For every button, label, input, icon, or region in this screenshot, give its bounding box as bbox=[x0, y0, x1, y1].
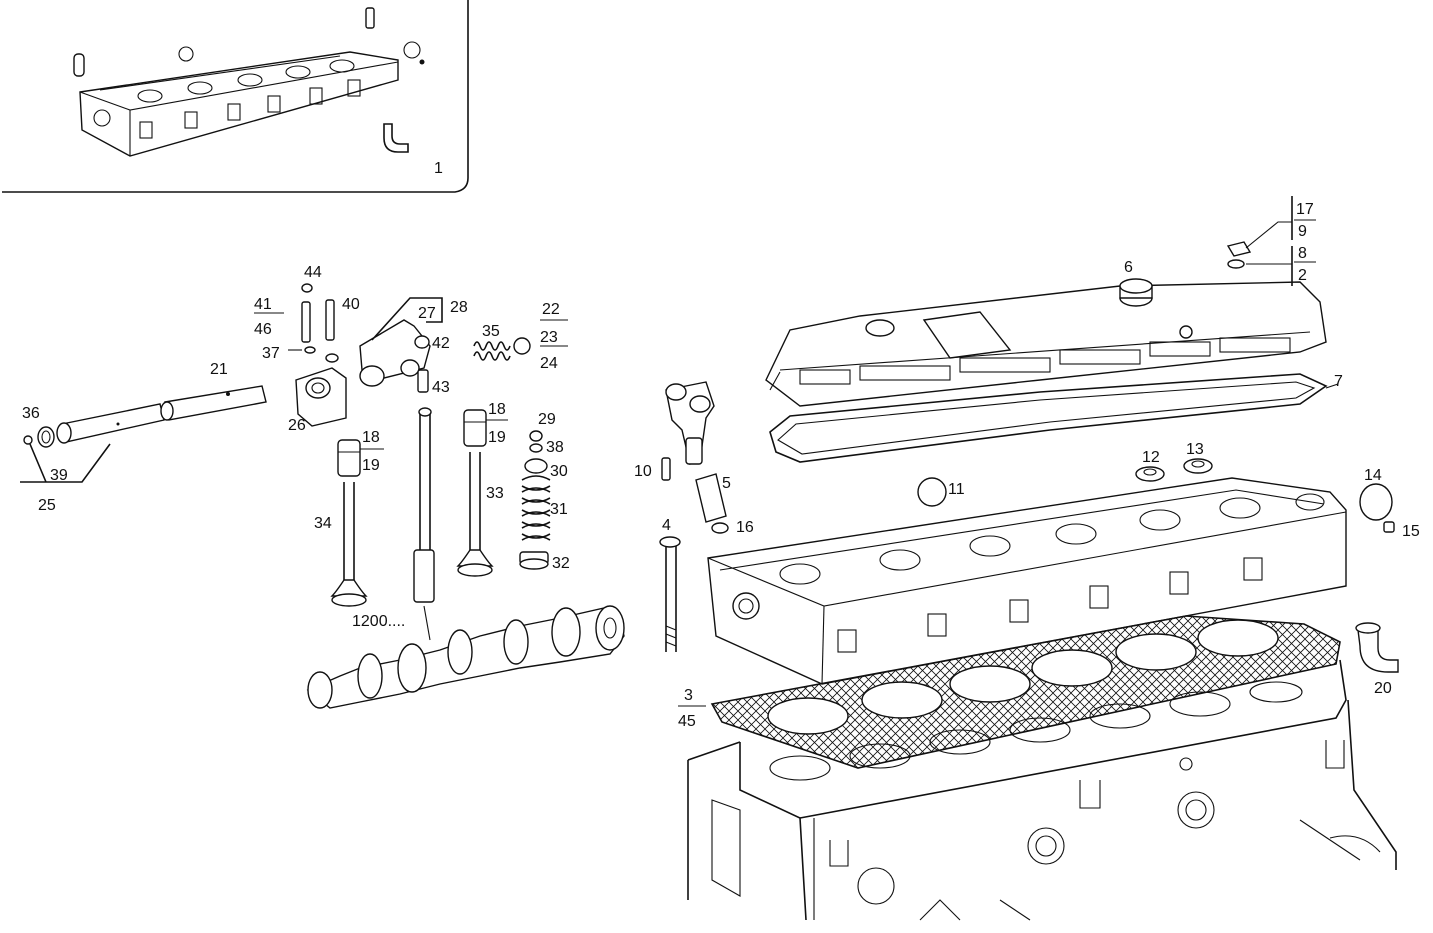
camshaft bbox=[306, 605, 625, 709]
washer-44 bbox=[301, 283, 313, 293]
valve-spring-stack bbox=[519, 430, 551, 570]
callout-31: 31 bbox=[550, 501, 568, 518]
engine-block bbox=[687, 659, 1397, 921]
nut-17 bbox=[1226, 241, 1252, 257]
stud-10 bbox=[661, 457, 671, 481]
callout-17: 17 bbox=[1296, 201, 1314, 218]
callout-43: 43 bbox=[432, 379, 450, 396]
callout-29: 29 bbox=[538, 411, 556, 428]
cylinder-head bbox=[707, 477, 1347, 685]
shaft-plug-36 bbox=[37, 426, 55, 448]
callout-4: 4 bbox=[662, 517, 671, 534]
callout-21: 21 bbox=[210, 361, 228, 378]
callout-34: 34 bbox=[314, 515, 332, 532]
callout-42: 42 bbox=[432, 335, 450, 352]
callout-9: 9 bbox=[1298, 223, 1307, 240]
callout-7: 7 bbox=[1334, 373, 1343, 390]
injector bbox=[665, 381, 715, 465]
callout-18-left: 18 bbox=[362, 429, 380, 446]
callout-10: 10 bbox=[634, 463, 652, 480]
bolt-40 bbox=[325, 299, 335, 341]
callout-16: 16 bbox=[736, 519, 754, 536]
callout-24: 24 bbox=[540, 355, 558, 372]
plug-11 bbox=[917, 477, 947, 507]
callout-35: 35 bbox=[482, 323, 500, 340]
callout-28: 28 bbox=[450, 299, 468, 316]
callout-37: 37 bbox=[262, 345, 280, 362]
callout-46: 46 bbox=[254, 321, 272, 338]
tappet-18-left bbox=[337, 439, 361, 477]
callout-25: 25 bbox=[38, 497, 56, 514]
bolt-41 bbox=[301, 301, 311, 343]
callout-27: 27 bbox=[418, 305, 436, 322]
callout-23: 23 bbox=[540, 329, 558, 346]
inset-cylinder-head-assembly bbox=[73, 7, 425, 157]
leader-25 bbox=[20, 443, 111, 483]
callout-8: 8 bbox=[1298, 245, 1307, 262]
callout-1: 1 bbox=[434, 160, 443, 177]
head-bolt-4 bbox=[659, 536, 681, 652]
callout-26: 26 bbox=[288, 417, 306, 434]
sleeve-5 bbox=[695, 473, 727, 523]
callout-18-right: 18 bbox=[488, 401, 506, 418]
callout-30: 30 bbox=[550, 463, 568, 480]
washer-8 bbox=[1227, 259, 1245, 269]
washer-16 bbox=[711, 522, 729, 534]
seal-12 bbox=[1135, 466, 1165, 482]
callout-5: 5 bbox=[722, 475, 731, 492]
callout-15: 15 bbox=[1402, 523, 1420, 540]
callout-13: 13 bbox=[1186, 441, 1204, 458]
callout-3: 3 bbox=[684, 687, 693, 704]
callout-40: 40 bbox=[342, 296, 360, 313]
rocker-spring-35 bbox=[473, 337, 531, 361]
valve-34 bbox=[330, 482, 368, 607]
callout-2: 2 bbox=[1298, 267, 1307, 284]
callout-45: 45 bbox=[678, 713, 696, 730]
callout-44: 44 bbox=[304, 264, 322, 281]
seal-13 bbox=[1183, 458, 1213, 474]
valve-33 bbox=[456, 452, 494, 577]
callout-1200: 1200.... bbox=[352, 613, 405, 630]
callout-19-right: 19 bbox=[488, 429, 506, 446]
plug-14 bbox=[1359, 483, 1393, 521]
leader-27-28 bbox=[371, 297, 443, 341]
tappet-18-right bbox=[463, 409, 487, 447]
inset-panel bbox=[2, 0, 469, 193]
leader-17-8 bbox=[1245, 221, 1292, 265]
coolant-elbow-20 bbox=[1355, 622, 1399, 673]
callout-38: 38 bbox=[546, 439, 564, 456]
callout-32: 32 bbox=[552, 555, 570, 572]
head-gasket bbox=[710, 615, 1341, 769]
washer-37 bbox=[304, 346, 316, 354]
callout-33: 33 bbox=[486, 485, 504, 502]
callout-6: 6 bbox=[1124, 259, 1133, 276]
callout-12: 12 bbox=[1142, 449, 1160, 466]
callout-11: 11 bbox=[948, 481, 965, 498]
push-rod bbox=[413, 407, 435, 641]
callout-14: 14 bbox=[1364, 467, 1382, 484]
shaft-ring-39 bbox=[23, 435, 33, 445]
oil-filler-cap-6 bbox=[1119, 278, 1153, 307]
nut-42 bbox=[414, 335, 430, 349]
callout-19-left: 19 bbox=[362, 457, 380, 474]
callout-41: 41 bbox=[254, 296, 272, 313]
cover-gasket-7 bbox=[769, 373, 1328, 463]
rocker-arm-27 bbox=[359, 319, 431, 393]
rocker-shaft bbox=[56, 385, 267, 444]
rocker-support-26 bbox=[295, 367, 347, 427]
callout-22: 22 bbox=[542, 301, 560, 318]
plug-15 bbox=[1383, 521, 1395, 533]
callout-36: 36 bbox=[22, 405, 40, 422]
callout-39: 39 bbox=[50, 467, 68, 484]
callout-20: 20 bbox=[1374, 680, 1392, 697]
valve-cover bbox=[765, 281, 1327, 407]
